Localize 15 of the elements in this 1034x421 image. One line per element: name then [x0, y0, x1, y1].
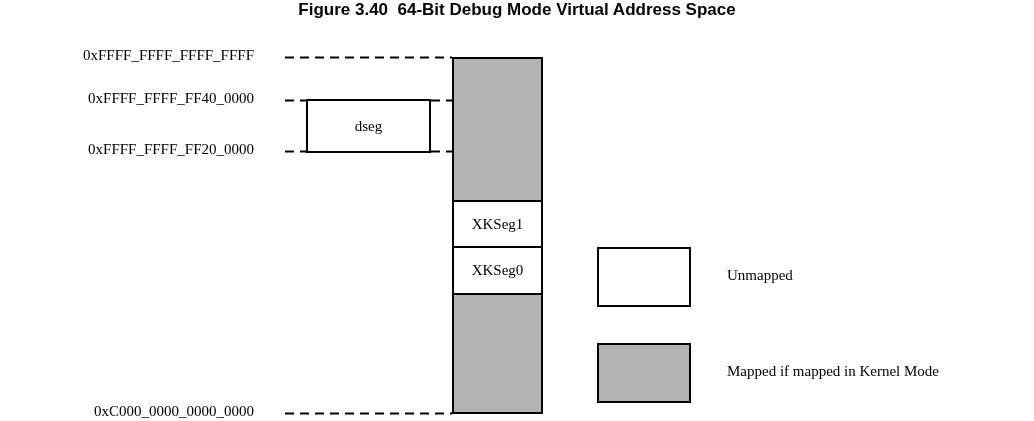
segment-box: [452, 200, 543, 248]
segment-label: XKSeg1: [471, 215, 524, 233]
segment-box: [452, 246, 543, 295]
address-label: 0xFFFF_FFFF_FF20_0000: [87, 141, 254, 158]
mapped-region: [452, 293, 543, 414]
legend-label: Unmapped: [727, 267, 793, 284]
figure-title: Figure 3.40 64-Bit Debug Mode Virtual Address Space: [297, 0, 737, 20]
legend-label: Mapped if mapped in Kernel Mode: [727, 363, 940, 380]
segment-label: XKSeg0: [471, 262, 524, 279]
mapped-region: [452, 57, 543, 202]
address-label: 0xC000_0000_0000_0000: [93, 403, 254, 420]
address-label: 0xFFFF_FFFF_FF40_0000: [87, 90, 254, 107]
address-label: 0xFFFF_FFFF_FFFF_FFFF: [82, 47, 254, 64]
segment-box: [306, 99, 431, 153]
segment-label: dseg: [354, 117, 383, 135]
